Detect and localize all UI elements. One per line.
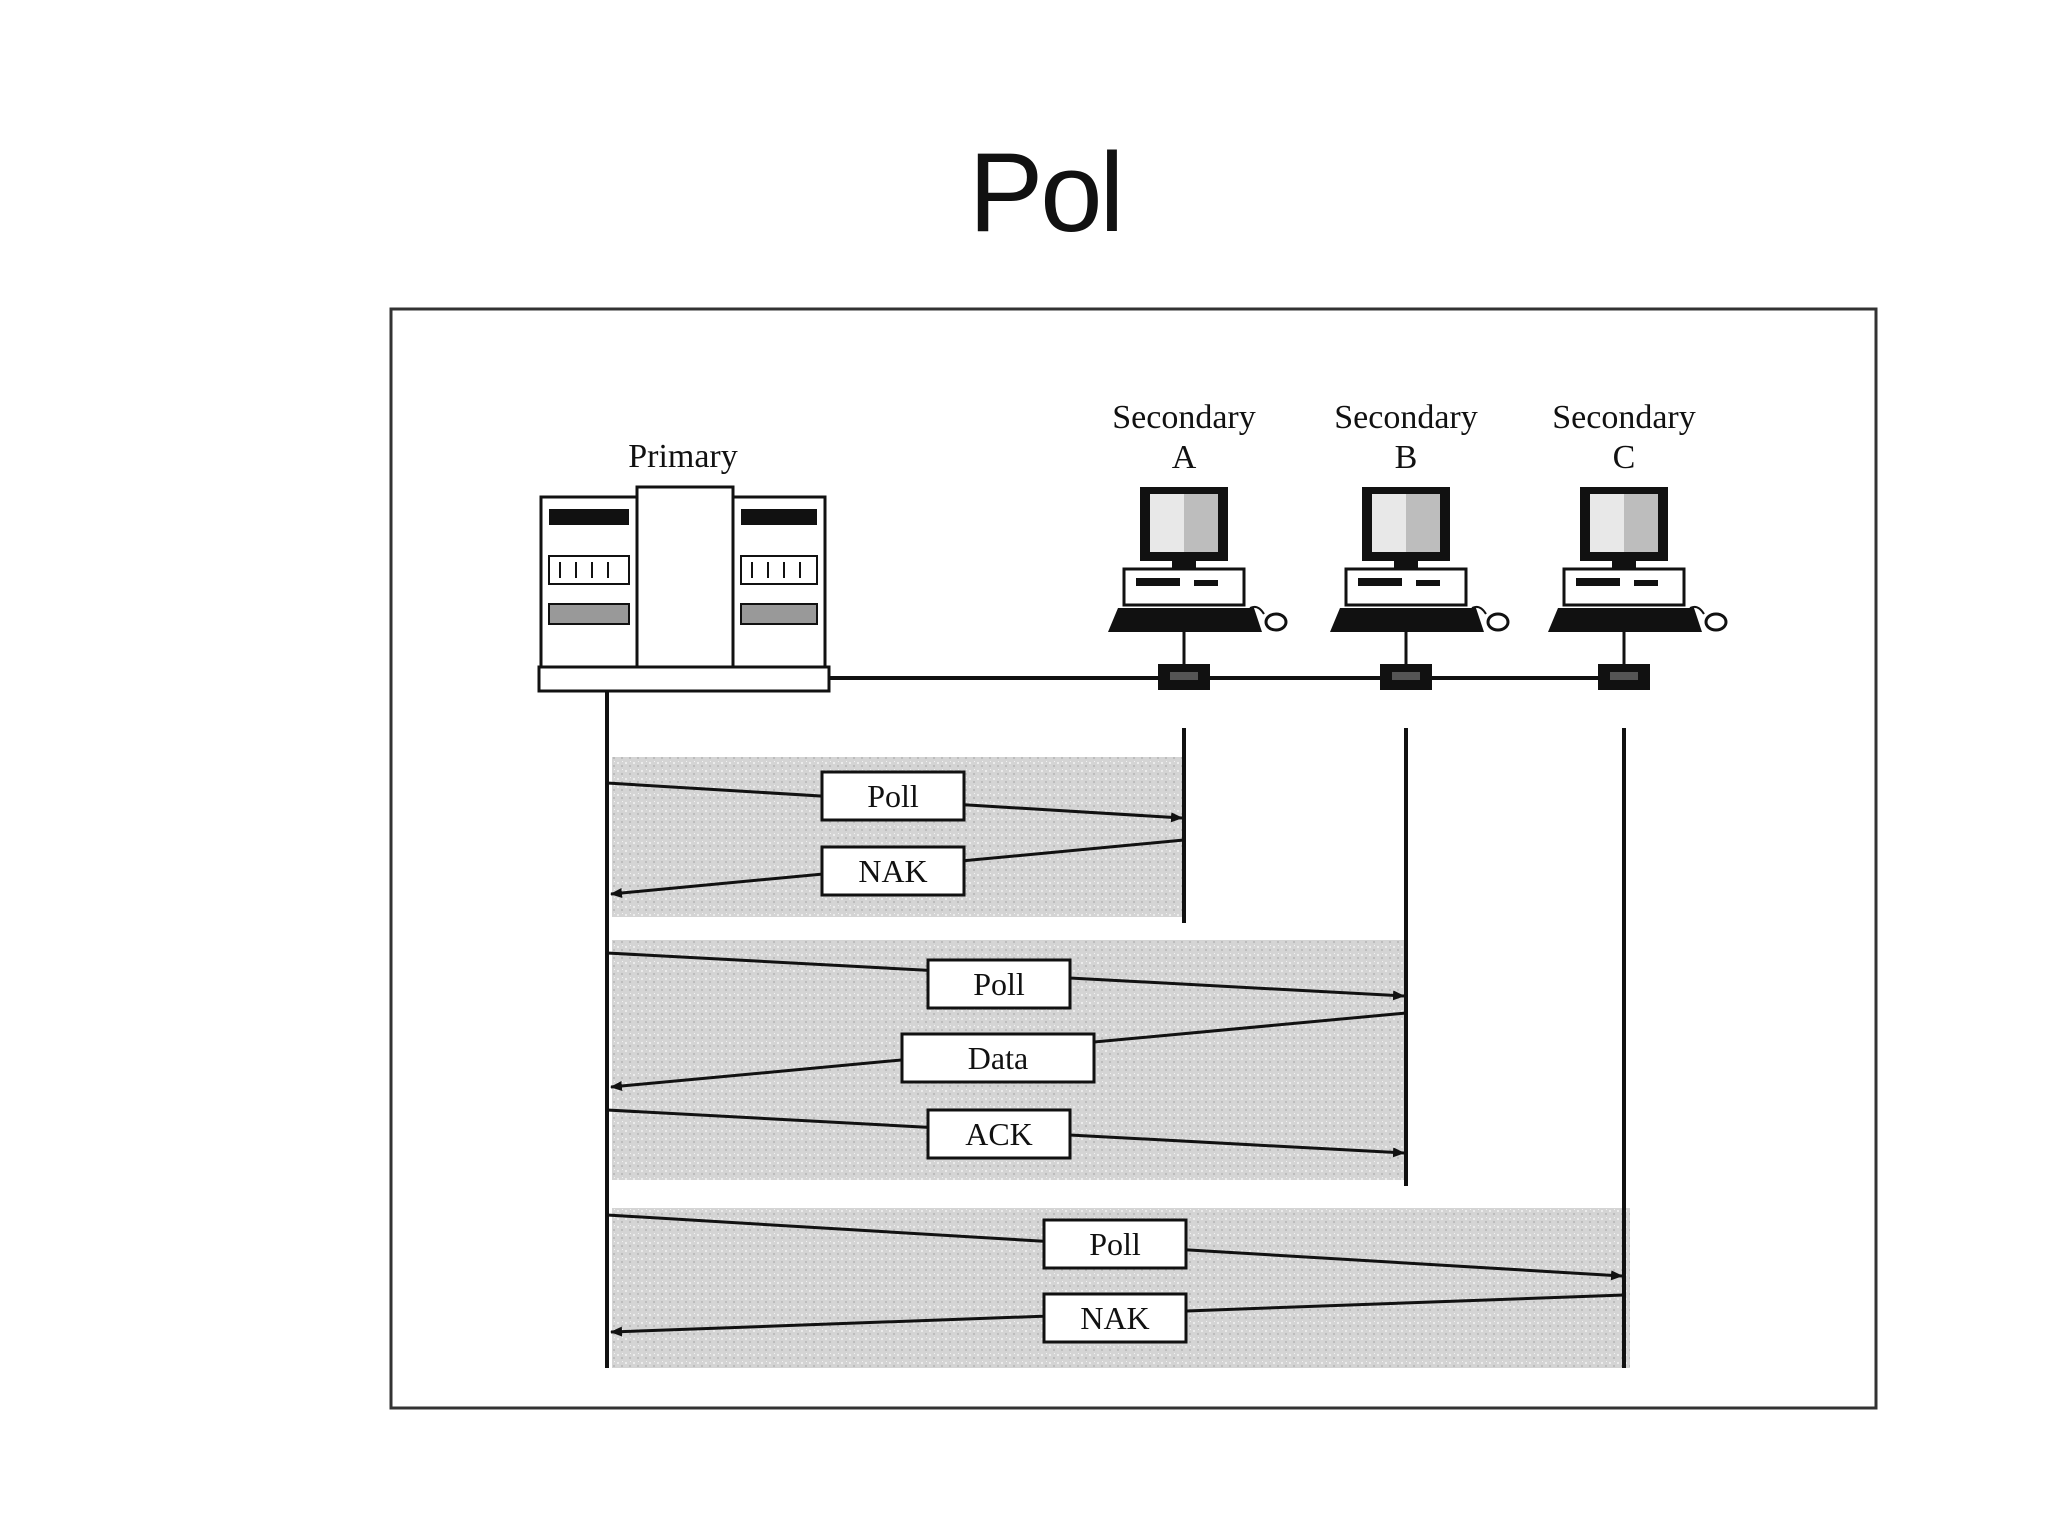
- message-label: Poll: [867, 778, 919, 814]
- secondary-a-label-line2: A: [1172, 439, 1197, 476]
- secondary-b-label-line2: B: [1395, 439, 1418, 476]
- primary-label: Primary: [628, 438, 738, 475]
- message-label: Data: [968, 1040, 1028, 1076]
- message-label: ACK: [965, 1116, 1033, 1152]
- secondary-c-label-line1: Secondary: [1552, 399, 1696, 436]
- message-label: NAK: [858, 853, 927, 889]
- secondary-b-workstation-icon: [1330, 487, 1510, 690]
- message-box: [900, 1032, 1096, 1084]
- secondary-c-label-line2: C: [1613, 439, 1636, 476]
- message-box: [926, 1108, 1072, 1160]
- nak-message-c-2: NAK: [610, 1292, 1625, 1344]
- primary-mainframe-icon: [537, 485, 831, 693]
- secondary-a-label-line1: Secondary: [1112, 399, 1256, 436]
- slide-title: Pol: [968, 130, 1125, 255]
- message-box: [820, 770, 966, 822]
- message-box: [926, 958, 1072, 1010]
- message-label: Poll: [973, 966, 1025, 1002]
- poll-message-a-1: Poll: [606, 770, 1183, 823]
- message-box: [1042, 1292, 1188, 1344]
- message-box: [820, 845, 966, 897]
- secondary-b-label-line1: Secondary: [1334, 399, 1478, 436]
- nak-message-a-2: NAK: [610, 838, 1185, 898]
- message-label: Poll: [1089, 1226, 1141, 1262]
- message-box: [1042, 1218, 1188, 1270]
- secondary-a-workstation-icon: [1108, 487, 1288, 690]
- poll-message-c-1: Poll: [606, 1213, 1623, 1281]
- secondary-c-workstation-icon: [1548, 487, 1728, 690]
- message-label: NAK: [1080, 1300, 1149, 1336]
- ack-message-b-3: ACK: [606, 1108, 1405, 1160]
- poll-message-b-1: Poll: [606, 951, 1405, 1010]
- data-message-b-2: Data: [610, 1011, 1407, 1091]
